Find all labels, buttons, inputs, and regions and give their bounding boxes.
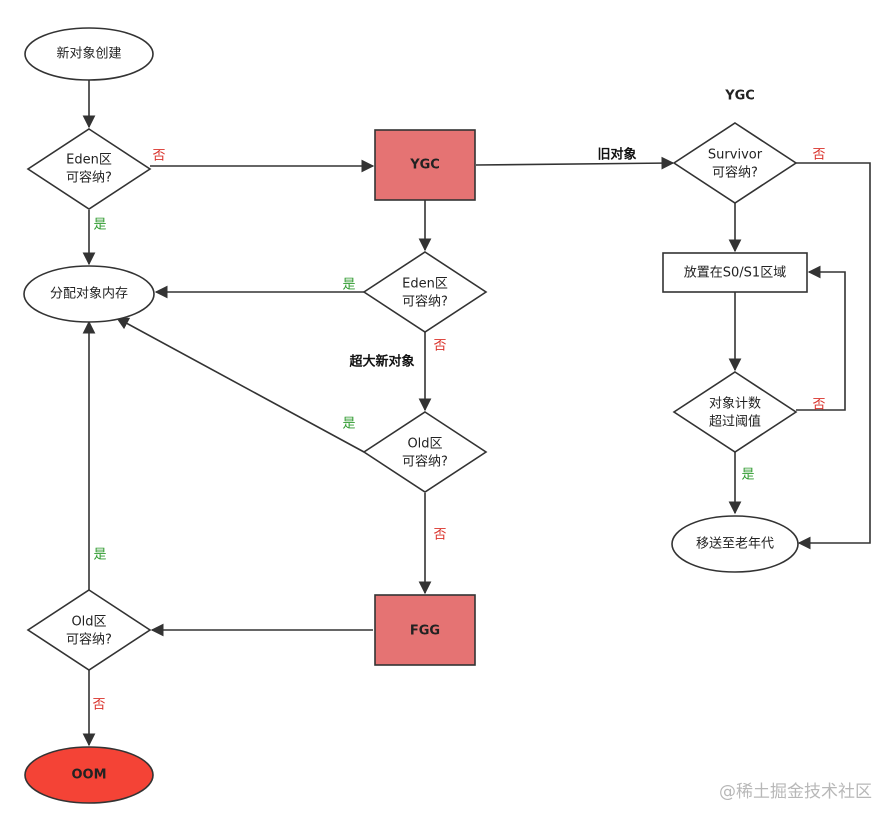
edge-age-to-place <box>796 265 846 411</box>
node-fgg-label: FGG <box>410 624 440 639</box>
label-eden2-yes: 是 <box>342 278 355 293</box>
label-old2-no: 否 <box>92 698 105 713</box>
label-old-object: 旧对象 <box>597 147 636 163</box>
node-old-check-1: Old区 可容纳? <box>362 411 488 493</box>
node-oom: OOM <box>24 746 154 804</box>
node-old-check-1-line1: Old区 <box>407 437 442 452</box>
node-eden-check-1-line2: 可容纳? <box>66 170 112 186</box>
label-old2-yes: 是 <box>93 548 106 563</box>
node-promote-old-label: 移送至老年代 <box>696 537 774 552</box>
node-ygc-label: YGC <box>409 158 440 173</box>
nodes: 新对象创建 Eden区 可容纳? 分配对象内存 YGC Eden区 可容纳? O… <box>23 27 808 804</box>
label-eden1-yes: 是 <box>93 218 106 233</box>
node-eden-check-1-line1: Eden区 <box>66 153 112 168</box>
label-old1-yes: 是 <box>342 417 355 432</box>
node-survivor-check-line1: Survivor <box>708 148 763 163</box>
node-fgg: FGG <box>374 594 476 666</box>
node-start: 新对象创建 <box>24 27 154 81</box>
label-large-object: 超大新对象 <box>349 354 414 370</box>
node-place-survivor: 放置在S0/S1区域 <box>662 252 808 293</box>
node-allocate-label: 分配对象内存 <box>50 286 128 302</box>
node-eden-check-2: Eden区 可容纳? <box>362 251 488 333</box>
edge-survivor-to-promote <box>796 162 871 550</box>
edge-old1-to-allocate <box>115 317 365 453</box>
node-allocate: 分配对象内存 <box>23 265 155 323</box>
ygc-section-title: YGC <box>724 89 755 104</box>
node-old-check-1-line2: 可容纳? <box>402 454 448 470</box>
node-age-check-line1: 对象计数 <box>709 397 761 412</box>
node-survivor-check: Survivor 可容纳? <box>672 122 798 204</box>
node-oom-label: OOM <box>71 768 106 783</box>
node-old-check-2: Old区 可容纳? <box>26 589 152 671</box>
node-place-survivor-label: 放置在S0/S1区域 <box>684 266 786 281</box>
edge-ygc-to-survivor <box>475 156 675 170</box>
node-eden-check-2-line2: 可容纳? <box>402 294 448 310</box>
node-ygc: YGC <box>374 129 476 201</box>
watermark: @稀土掘金技术社区 <box>719 782 872 802</box>
label-old1-no: 否 <box>433 528 446 543</box>
edges <box>82 80 871 747</box>
node-eden-check-1: Eden区 可容纳? <box>26 128 152 210</box>
node-promote-old: 移送至老年代 <box>671 515 799 573</box>
label-eden1-no: 否 <box>152 149 165 164</box>
node-survivor-check-line2: 可容纳? <box>712 165 758 181</box>
node-start-label: 新对象创建 <box>56 46 121 62</box>
node-old-check-2-line2: 可容纳? <box>66 632 112 648</box>
label-age-no: 否 <box>812 398 825 413</box>
label-age-yes: 是 <box>741 468 754 483</box>
edge-labels: 否 是 是 否 超大新对象 是 否 是 否 旧对象 否 否 是 <box>92 147 825 713</box>
node-eden-check-2-line1: Eden区 <box>402 277 448 292</box>
label-eden2-no: 否 <box>433 339 446 354</box>
node-old-check-2-line1: Old区 <box>71 615 106 630</box>
node-age-check-line2: 超过阈值 <box>709 414 761 430</box>
label-survivor-no: 否 <box>812 148 825 163</box>
node-age-check: 对象计数 超过阈值 <box>672 371 798 453</box>
